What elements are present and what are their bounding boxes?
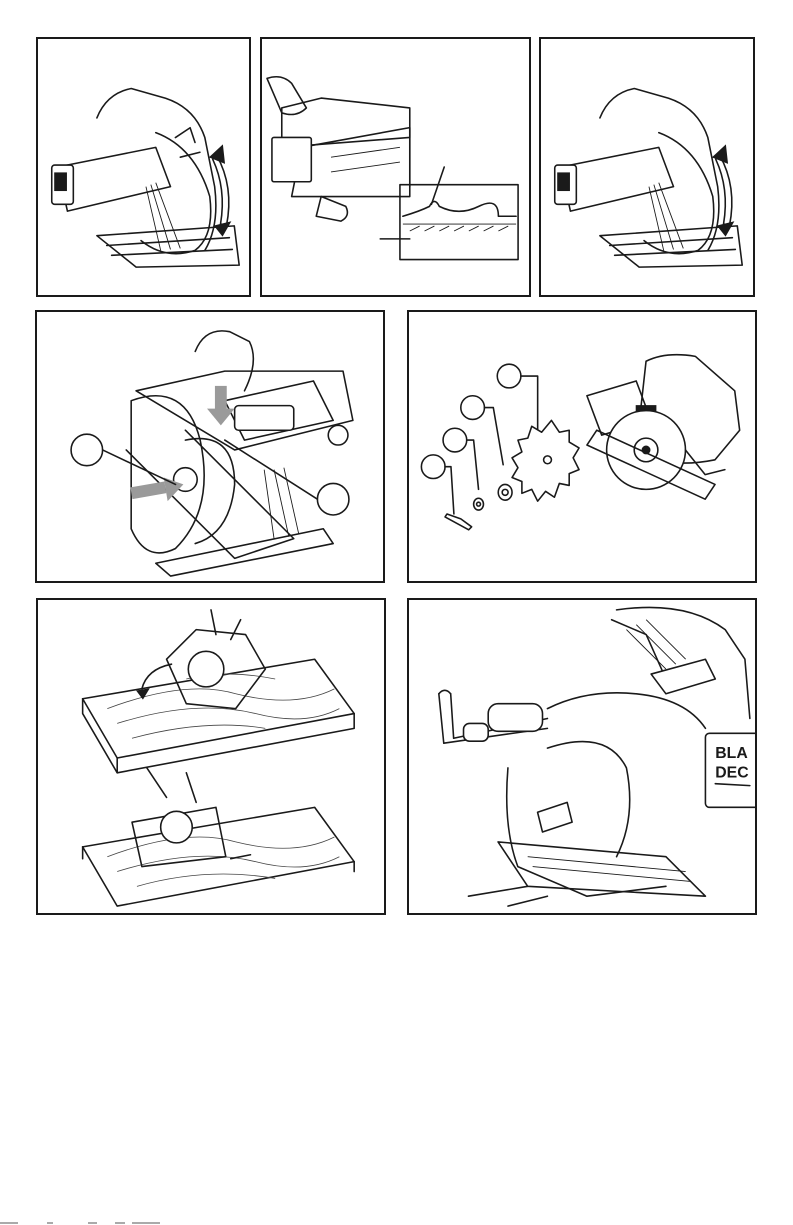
callout-blade-screw bbox=[443, 428, 467, 452]
footer-marks bbox=[0, 1217, 793, 1225]
saw-front-illustration bbox=[38, 39, 249, 295]
saw-top-illustration bbox=[37, 312, 383, 581]
svg-text:DEC: DEC bbox=[715, 765, 748, 782]
figure-plunge-cut bbox=[36, 598, 386, 915]
callout-blade bbox=[497, 364, 521, 388]
wood-cut-illustration bbox=[38, 600, 384, 913]
svg-text:BLA: BLA bbox=[715, 745, 747, 762]
blade-exploded-illustration bbox=[409, 312, 755, 581]
wrench-storage-illustration: BLA DEC bbox=[409, 600, 755, 913]
press-arrow-icon bbox=[207, 409, 235, 426]
callout-circle-right bbox=[317, 483, 349, 515]
figure-spindle-lock bbox=[35, 310, 385, 583]
inset-box bbox=[400, 185, 518, 260]
saw-blade-icon bbox=[512, 420, 579, 501]
figure-wrench-storage: BLA DEC bbox=[407, 598, 757, 915]
saw-front-illustration-2 bbox=[541, 39, 753, 295]
figure-saw-guard-left bbox=[36, 37, 251, 297]
figure-blade-parts bbox=[407, 310, 757, 583]
callout-hex-wrench bbox=[421, 455, 445, 479]
figure-depth-inset bbox=[260, 37, 531, 297]
figure-saw-guard-right bbox=[539, 37, 755, 297]
callout-outer-washer bbox=[461, 396, 485, 420]
callout-circle-left bbox=[71, 434, 103, 466]
saw-side-illustration bbox=[262, 39, 529, 295]
